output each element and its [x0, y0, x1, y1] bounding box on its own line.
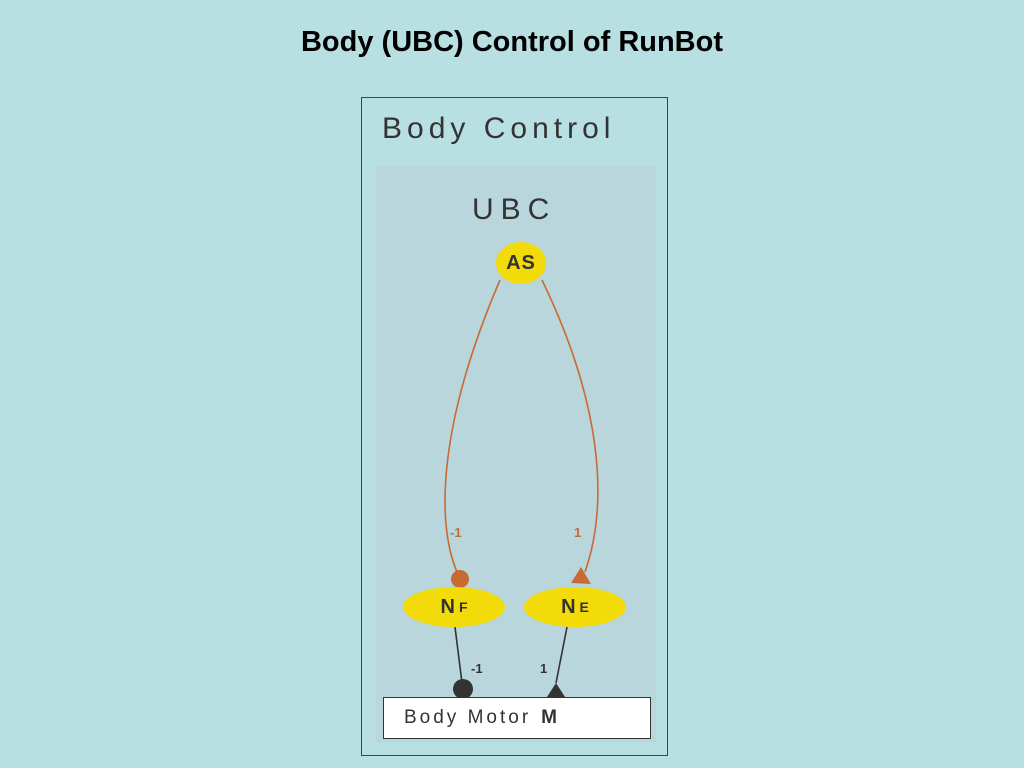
- node-nf-sub: F: [458, 599, 468, 615]
- node-ne-main: N: [561, 595, 576, 618]
- inhibitory-synapse-nf: [451, 570, 469, 588]
- node-as: AS: [496, 242, 546, 284]
- weight-as-to-nf: -1: [450, 525, 462, 540]
- excitatory-synapse-motor: [547, 683, 565, 697]
- node-nf-main: N: [440, 595, 455, 618]
- ubc-label: UBC: [472, 193, 557, 226]
- body-motor-symbol: M: [541, 707, 557, 728]
- body-motor-label: Body Motor: [404, 707, 532, 728]
- weight-ne-to-motor: 1: [540, 661, 548, 676]
- connection-as-to-ne: [541, 279, 599, 573]
- slide-title: Body (UBC) Control of RunBot: [300, 26, 723, 58]
- connection-nf-to-motor: [454, 626, 463, 684]
- excitatory-synapse-ne: [571, 567, 591, 584]
- weight-nf-to-motor: -1: [471, 661, 483, 676]
- body-control-frame: [361, 97, 668, 756]
- connection-as-to-nf: [444, 279, 501, 573]
- node-ne-sub: E: [579, 599, 589, 615]
- inhibitory-synapse-motor: [453, 679, 473, 699]
- body-control-title: Body Control: [382, 112, 616, 145]
- connection-ne-to-motor: [555, 626, 568, 684]
- body-motor-box: Body Motor M: [383, 697, 651, 739]
- weight-as-to-ne: 1: [574, 525, 582, 540]
